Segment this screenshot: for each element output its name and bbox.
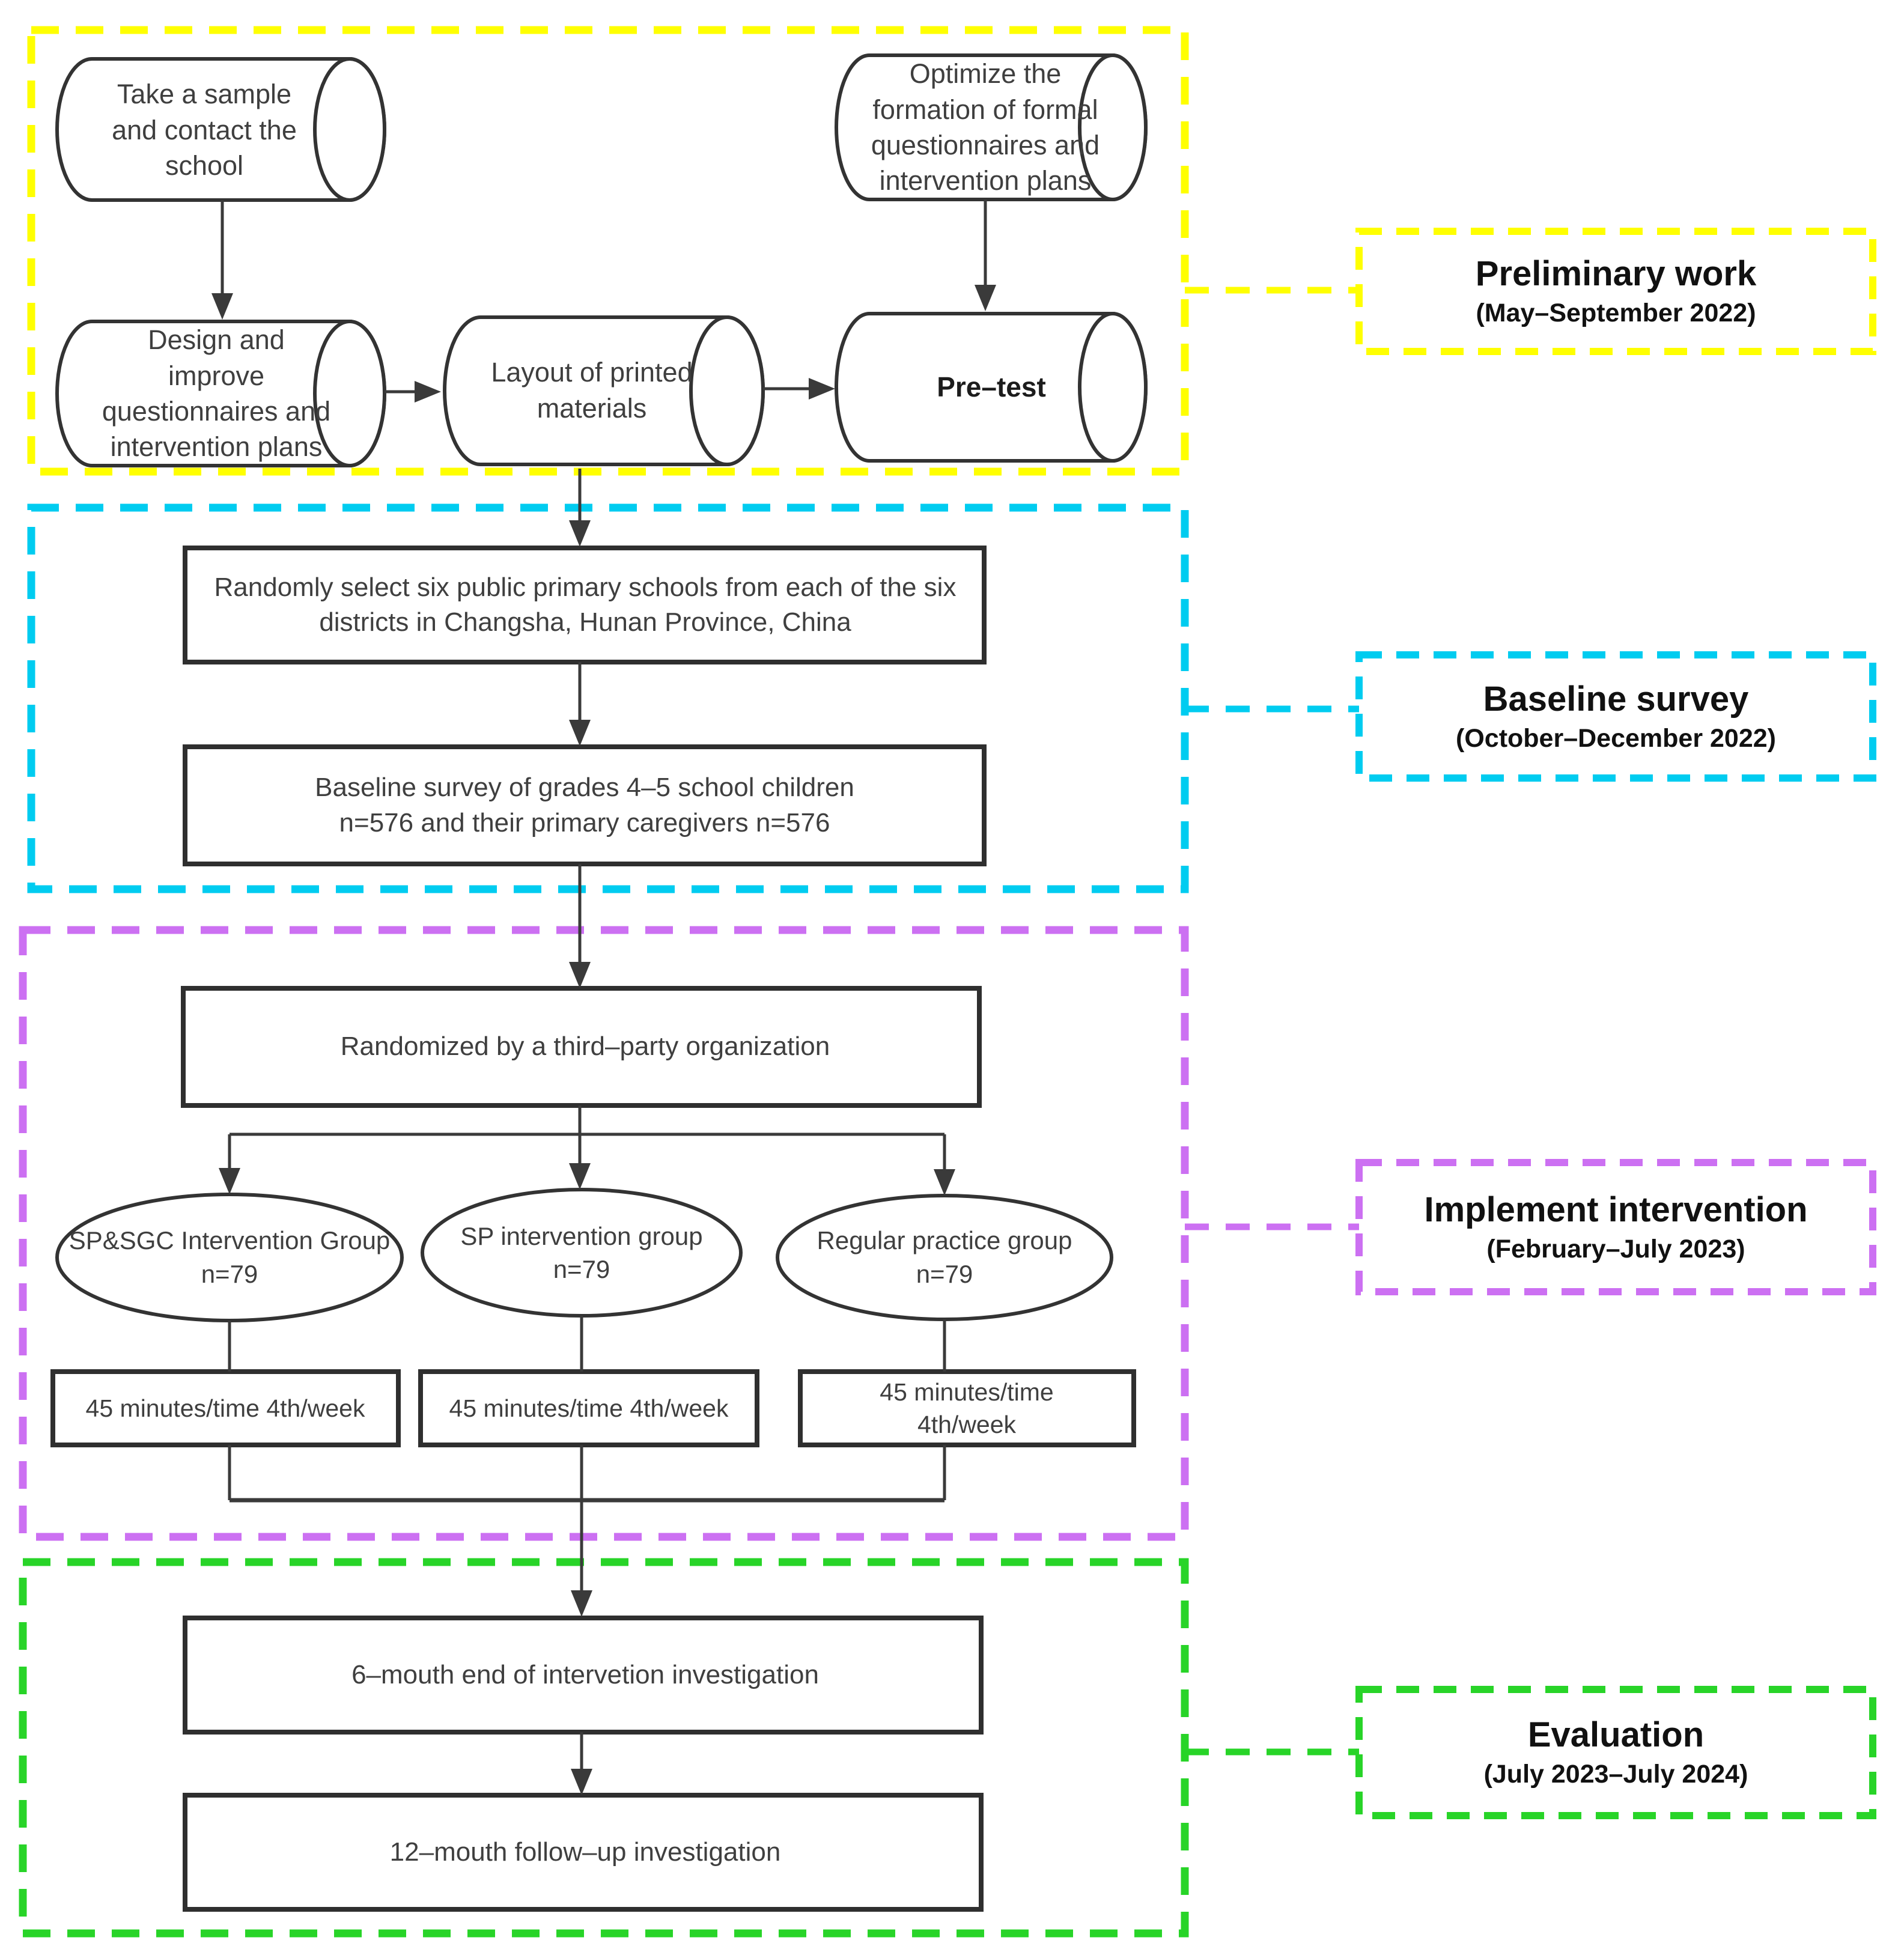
- baseline-survey-text: Baseline survey of grades 4–5 school chi…: [315, 773, 854, 838]
- baseline-label-title: Baseline survey: [1483, 679, 1749, 719]
- group2-n: n=79: [553, 1255, 610, 1283]
- six-month-text: 6–mouth end of intervetion investigation: [351, 1659, 819, 1689]
- evaluation-label-title: Evaluation: [1527, 1715, 1705, 1755]
- arrow-design-to-layout: [385, 381, 441, 403]
- merge-schedules-to-six-month: [228, 1445, 946, 1617]
- group1-text: SP&SGC Intervention Group n=79: [61, 1202, 398, 1313]
- arrow-take-sample-to-design: [211, 200, 233, 320]
- baseline-label-period: (October–December 2022): [1456, 723, 1776, 753]
- randomized-text: Randomized by a third–party organization: [340, 1032, 830, 1062]
- preliminary-label-period: (May–September 2022): [1476, 299, 1756, 328]
- intervention-section-border: [19, 926, 1189, 1541]
- design-text: Design and improve questionnaires and in…: [102, 324, 331, 463]
- cylinder-layout: [443, 315, 765, 466]
- flow-arrows: [211, 199, 996, 1795]
- preliminary-label-title: Preliminary work: [1475, 254, 1757, 294]
- evaluation-label-border: [1355, 1686, 1876, 1819]
- group2-text: SP intervention group n=79: [413, 1199, 750, 1307]
- arrow-survey-to-randomized: [569, 864, 591, 988]
- pretest-text: Pre–test: [937, 371, 1046, 403]
- intervention-label: Implement intervention (February–July 20…: [1359, 1163, 1873, 1292]
- schedule2-box: [418, 1369, 759, 1447]
- intervention-label-period: (February–July 2023): [1486, 1234, 1745, 1263]
- evaluation-label: Evaluation (July 2023–July 2024): [1359, 1689, 1873, 1816]
- randomized-box: [181, 986, 982, 1108]
- arrow-select-schools-to-survey: [569, 662, 591, 746]
- cylinder-optimize: [835, 53, 1148, 201]
- twelve-month-text: 12–mouth follow–up investigation: [389, 1837, 781, 1867]
- optimize-text: Optimize the formation of formal questio…: [871, 58, 1100, 196]
- group3-name: Regular practice group: [817, 1226, 1072, 1255]
- baseline-label: Baseline survey (October–December 2022): [1359, 655, 1873, 778]
- intervention-label-title: Implement intervention: [1424, 1190, 1808, 1229]
- cylinder-design: [55, 320, 386, 467]
- schedule1-text: 45 minutes/time 4th/week: [85, 1394, 365, 1422]
- preliminary-label: Preliminary work (May–September 2022): [1359, 231, 1873, 351]
- group3-text: Regular practice group n=79: [776, 1202, 1113, 1313]
- twelve-month-box: [183, 1793, 984, 1912]
- cylinder-pretest: [835, 312, 1148, 463]
- schedule2-text: 45 minutes/time 4th/week: [449, 1394, 729, 1422]
- cylinder-face-icon: [1078, 312, 1148, 463]
- baseline-section-border: [27, 503, 1189, 893]
- group2-name: SP intervention group: [460, 1221, 703, 1250]
- select-schools-box: [183, 546, 987, 664]
- arrow-optimize-to-pretest: [975, 199, 996, 311]
- arrow-preliminary-to-select-schools: [569, 469, 591, 547]
- group3-n: n=79: [916, 1259, 973, 1288]
- take-sample-text: Take a sample and contact the school: [112, 79, 297, 181]
- intervention-label-border: [1355, 1159, 1876, 1295]
- group1-name: SP&SGC Intervention Group: [68, 1226, 391, 1255]
- cylinder-face-icon: [313, 57, 386, 202]
- branch-randomized-to-groups: [219, 1105, 955, 1196]
- layout-text: Layout of printed materials: [491, 357, 693, 424]
- group1-n: n=79: [201, 1259, 258, 1288]
- baseline-survey-box: [183, 744, 987, 866]
- six-month-box: [183, 1616, 984, 1735]
- arrow-layout-to-pretest: [763, 378, 835, 400]
- evaluation-section-border: [19, 1558, 1189, 1938]
- cylinder-face-icon: [313, 320, 386, 467]
- cylinder-face-icon: [689, 315, 765, 466]
- baseline-label-border: [1355, 651, 1876, 782]
- arrow-six-month-to-twelve-month: [571, 1732, 592, 1795]
- lines-groups-to-schedules: [228, 1316, 946, 1372]
- schedule1-box: [50, 1369, 401, 1447]
- evaluation-label-period: (July 2023–July 2024): [1483, 1760, 1748, 1789]
- schedule3-box: [798, 1369, 1136, 1447]
- cylinder-face-icon: [1078, 53, 1148, 201]
- cylinder-take-sample: [55, 57, 386, 202]
- schedule3-text: 45 minutes/time 4th/week: [880, 1378, 1054, 1438]
- select-schools-text: Randomly select six public primary schoo…: [214, 572, 957, 637]
